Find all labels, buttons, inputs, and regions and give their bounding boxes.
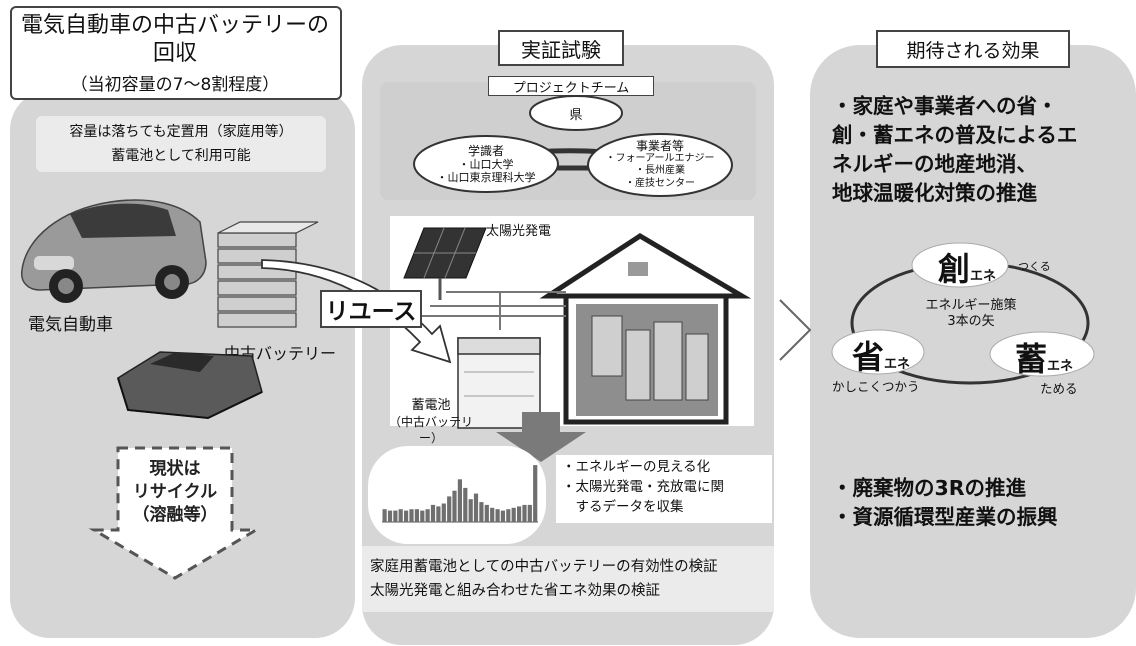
chart-bar	[468, 499, 473, 522]
right-title: 期待される効果	[876, 30, 1070, 68]
chart-bar	[452, 490, 457, 522]
chiku-ene-label: 蓄エネ	[1014, 340, 1074, 378]
business-group: 事業者等 ・フォーアールエナジー ・長州産業 ・産技センター	[605, 139, 715, 189]
chart-bar	[463, 487, 468, 522]
ev-label: 電気自動車	[28, 315, 113, 335]
sho-ene-note: かしこくつかう	[832, 379, 920, 394]
left-title: 電気自動車の中古バッテリーの 回収	[20, 13, 329, 66]
chart-bar	[393, 510, 398, 522]
academic-group: 学識者 ・山口大学 ・山口東京理科大学	[436, 144, 536, 185]
chart-bar	[511, 507, 516, 522]
chart-bar	[382, 509, 387, 522]
storage-label: 蓄電池 （中古バッテリー）	[388, 398, 473, 445]
chart-bar	[409, 509, 414, 522]
project-team-title: プロジェクトチーム	[488, 76, 654, 96]
left-note: 容量は落ちても定置用（家庭用等） 蓄電池として利用可能	[69, 124, 293, 164]
chart-bar	[420, 510, 425, 522]
policy-label: エネルギー施策 3本の矢	[925, 298, 1017, 329]
so-ene-note: つくる	[1018, 260, 1051, 273]
chart-bar	[441, 503, 446, 522]
chart-bar	[517, 506, 522, 522]
chart-bar	[506, 509, 511, 522]
data-bullets-box	[556, 455, 772, 523]
pref-label: 県	[569, 108, 583, 123]
energy-chart-card	[368, 446, 546, 544]
chart-bar	[490, 507, 495, 522]
center-title: 実証試験	[498, 30, 624, 66]
chart-bar	[430, 504, 436, 522]
chart-bar	[479, 502, 484, 522]
chart-bar	[398, 509, 403, 522]
chart-bar	[495, 509, 500, 522]
chart-bar	[414, 509, 419, 522]
sho-ene-label: 省エネ	[851, 338, 911, 376]
chart-bar	[500, 510, 505, 522]
effects-list: ・家庭や事業者への省・ 創・蓄エネの普及によるエ ネルギーの地産地消、 地球温暖…	[832, 94, 1078, 205]
verification-box	[362, 546, 774, 612]
so-ene-label: 創エネ	[937, 250, 997, 288]
chart-bar	[387, 510, 393, 522]
chart-bar	[447, 496, 452, 522]
verification-text: 家庭用蓄電池としての中古バッテリーの有効性の検証 太陽光発電と組み合わせた省エネ…	[370, 559, 718, 599]
reuse-label: リユース	[320, 290, 422, 328]
chart-bar	[425, 509, 430, 522]
recycle-text: 現状は リサイクル （溶融等）	[132, 459, 218, 525]
data-bullets: ・エネルギーの見える化 ・太陽光発電・充放電に関 するデータを収集	[562, 459, 724, 515]
chiku-ene-note: ためる	[1040, 381, 1078, 396]
chart-bar	[527, 504, 532, 522]
chart-bar	[522, 504, 527, 522]
bottom-effects: ・廃棄物の3Rの推進 ・資源循環型産業の振興	[832, 476, 1058, 529]
left-title-sub: （当初容量の7～8割程度）	[70, 75, 280, 95]
chart-bar	[457, 479, 462, 522]
solar-label: 太陽光発電	[486, 224, 552, 239]
chart-bar	[533, 465, 538, 522]
chart-bar	[404, 510, 409, 522]
chart-bar	[484, 504, 489, 522]
left-title-box	[10, 6, 342, 100]
left-note-box	[36, 116, 326, 172]
chart-bar	[436, 506, 441, 522]
chart-bar	[473, 493, 479, 522]
